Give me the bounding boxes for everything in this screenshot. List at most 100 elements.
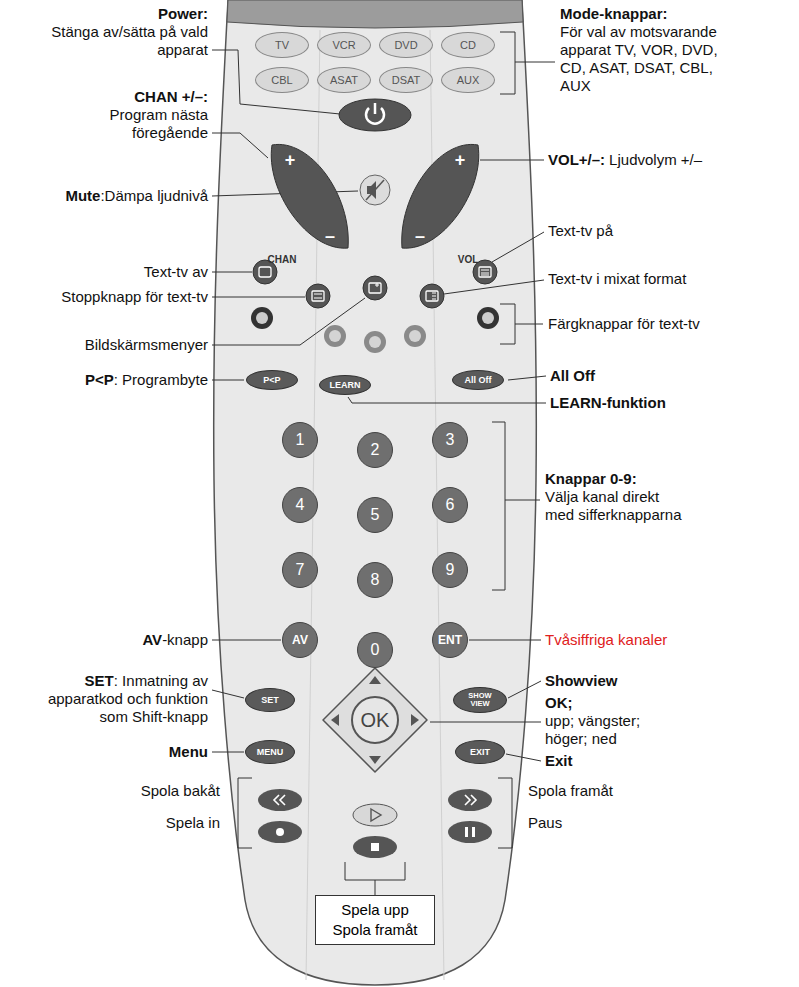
leader-lines-part xyxy=(500,32,515,94)
button-label: SET xyxy=(261,696,279,705)
callout-label: Ljudvolym +/– xyxy=(609,151,702,168)
leader-lines-part xyxy=(212,298,365,345)
rocker-outline xyxy=(396,136,488,272)
button-label: AUX xyxy=(457,75,480,86)
button-label: 1 xyxy=(296,432,305,448)
teletext-buttons-part xyxy=(432,293,436,294)
callout-label: Text-tv i mixat format xyxy=(548,270,686,287)
callout: SET: Inmatning av apparatkod och funktio… xyxy=(23,672,208,726)
callout-label: OK; xyxy=(545,694,665,712)
callout-label: Spola framåt xyxy=(528,782,613,799)
teletext-buttons-part xyxy=(312,291,324,301)
leader-lines-part xyxy=(444,280,544,294)
button-label: DSAT xyxy=(392,75,421,86)
callout-label: upp; vängster; höger; ned xyxy=(545,712,640,747)
button-label: 0 xyxy=(371,642,380,658)
leader-lines-part xyxy=(348,397,546,403)
button-label: 9 xyxy=(446,562,455,578)
remote-button: 9 xyxy=(432,552,468,588)
callout-label: Tvåsiffriga kanaler xyxy=(545,631,667,648)
transport-buttons-part xyxy=(371,843,379,851)
callout-label: Text-tv av xyxy=(144,263,208,280)
color-buttons-part xyxy=(364,331,386,353)
button-label: 8 xyxy=(371,572,380,588)
teletext-buttons-part xyxy=(432,299,436,300)
callout-label: Showview xyxy=(545,672,618,689)
remote-button: DSAT xyxy=(379,67,433,93)
callout: All Off xyxy=(550,367,790,385)
callout: P<P: Programbyte xyxy=(8,371,208,389)
remote-button: OK xyxy=(351,696,399,744)
callout-label: Spela in xyxy=(166,814,220,831)
power-button-part xyxy=(374,103,377,114)
callout: OK;upp; vängster; höger; ned xyxy=(545,694,665,748)
callout-label: Knappar 0-9: xyxy=(545,470,687,488)
button-label: CD xyxy=(460,40,476,51)
remote-button: 1 xyxy=(282,422,318,458)
callout: Showview xyxy=(545,672,785,690)
callout: Färgknappar för text-tv xyxy=(548,315,788,333)
remote-button: 6 xyxy=(432,487,468,523)
remote-button: TV xyxy=(255,32,309,58)
leader-lines-part xyxy=(212,380,244,381)
callout-label: P<P xyxy=(85,371,114,388)
callout: VOL+/–:Ljudvolym +/– xyxy=(548,151,788,169)
remote-button: CD xyxy=(441,32,495,58)
callout: Spola bakåt xyxy=(20,782,220,800)
remote-button: LEARN xyxy=(319,375,371,395)
callout: AV-knapp xyxy=(8,631,208,649)
transport-buttons-part xyxy=(471,795,476,805)
mute-button-part xyxy=(360,175,390,205)
button-label: MENU xyxy=(257,748,284,757)
callout: Spela in xyxy=(20,814,220,832)
callout: CHAN +/–:Program nästa föregående xyxy=(78,88,208,142)
color-buttons-part xyxy=(324,325,346,347)
button-label: 4 xyxy=(296,497,305,513)
teletext-buttons-part xyxy=(481,273,489,274)
leader-lines xyxy=(212,32,555,895)
remote-button: ENT xyxy=(432,622,468,658)
teletext-buttons-part xyxy=(314,294,322,295)
caption-box: Spela uppSpola framåt xyxy=(315,895,435,945)
button-label: VCR xyxy=(332,40,355,51)
remote-body-part xyxy=(214,0,537,985)
button-label: LEARN xyxy=(330,381,361,390)
caption-text: Spela upp xyxy=(341,900,409,920)
button-label: 6 xyxy=(446,497,455,513)
callout-label: Exit xyxy=(545,752,573,769)
callout: Menu xyxy=(8,743,208,761)
callout-label: Paus xyxy=(528,814,562,831)
direction-pad-part xyxy=(331,714,339,726)
button-label: All Off xyxy=(465,376,492,385)
remote-button: ASAT xyxy=(317,67,371,93)
leader-lines-part xyxy=(480,160,544,161)
power-button xyxy=(339,99,411,131)
leader-lines-part xyxy=(345,862,405,880)
teletext-buttons-part xyxy=(363,276,387,300)
callout-label: För val av motsvarande apparat TV, VOR, … xyxy=(560,23,718,94)
callout: Exit xyxy=(545,752,785,770)
callout-label: VOL+/–: xyxy=(548,151,605,168)
button-label: OK xyxy=(361,710,390,730)
color-buttons-part xyxy=(477,307,499,329)
leader-lines-part xyxy=(492,422,505,590)
callout-label: Mute xyxy=(65,187,100,204)
callout: Mode-knappar:För val av motsvarande appa… xyxy=(560,5,740,95)
teletext-buttons-part xyxy=(375,285,379,286)
transport-buttons-part xyxy=(465,795,470,805)
button-label: AV xyxy=(292,634,308,646)
callout: Bildskärmsmenyer xyxy=(8,336,208,354)
color-buttons-part xyxy=(329,330,341,342)
rocker-button: +–CHAN xyxy=(262,136,354,272)
callout: Tvåsiffriga kanaler xyxy=(545,631,785,649)
button-label: – xyxy=(325,227,335,245)
mute-button-part xyxy=(366,180,384,200)
color-buttons-part xyxy=(404,325,426,347)
teletext-buttons-part xyxy=(259,267,271,277)
direction-pad-part xyxy=(369,676,381,684)
callout-label: Spola bakåt xyxy=(141,782,220,799)
leader-lines-part xyxy=(515,324,543,325)
remote-button: CBL xyxy=(255,67,309,93)
transport-buttons-part xyxy=(280,795,285,805)
